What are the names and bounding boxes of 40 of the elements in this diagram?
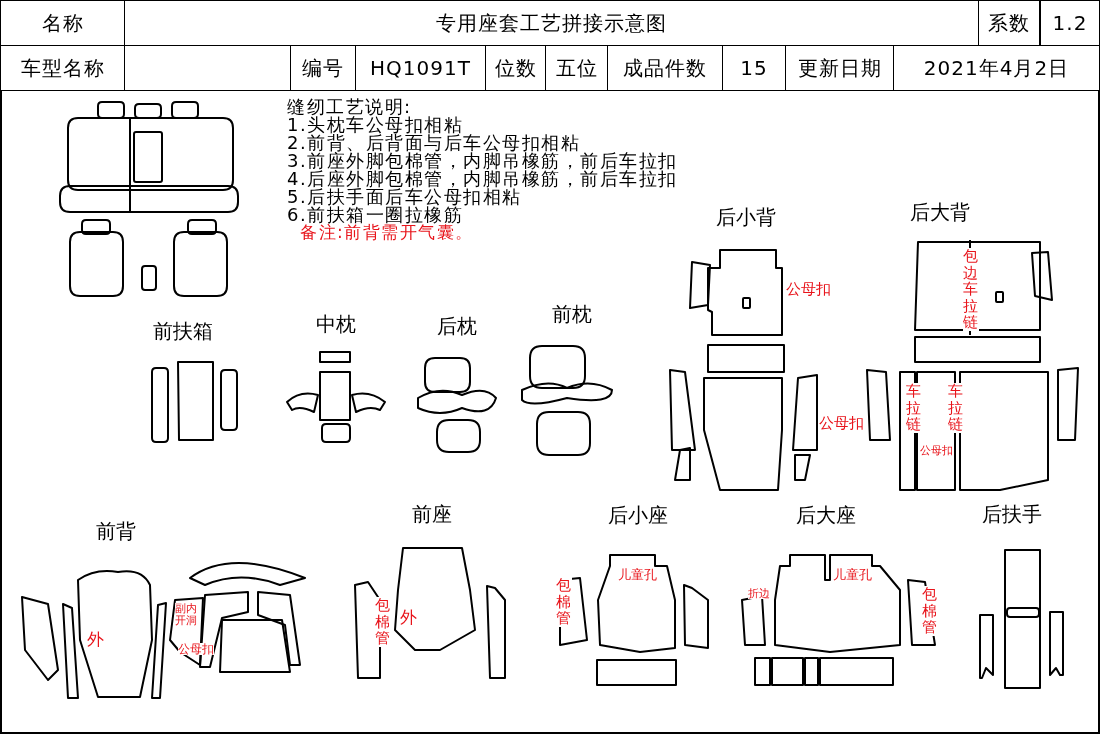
- annotation-label: 包棉管: [375, 597, 391, 647]
- instruction-text: 5.后扶手面后车公母扣相粘: [287, 188, 522, 206]
- section-heading: 前枕: [552, 304, 592, 324]
- instruction-text: 缝纫工艺说明:: [287, 98, 412, 116]
- section-heading: 前背: [96, 521, 136, 541]
- annotation-label: 公母扣: [819, 416, 864, 431]
- section-heading: 后小座: [608, 505, 668, 525]
- table-cell: 系数: [978, 0, 1040, 46]
- section-heading: 后大背: [910, 202, 970, 222]
- annotation-label: 儿童孔: [618, 568, 657, 581]
- section-heading: 前扶箱: [153, 321, 213, 341]
- instruction-text: 4.后座外脚包棉管，内脚吊橡筋，前后车拉扣: [287, 170, 678, 188]
- instruction-text: 6.前扶箱一圈拉橡筋: [287, 206, 464, 224]
- table-cell: 名称: [0, 0, 125, 46]
- annotation-label: 车拉链: [948, 383, 964, 433]
- instruction-text: 1.头枕车公母扣相粘: [287, 116, 464, 134]
- section-heading: 后扶手: [982, 504, 1042, 524]
- annotation-label: 副内开洞: [175, 603, 198, 628]
- annotation-label: 儿童孔: [833, 568, 872, 581]
- table-cell: 车型名称: [0, 45, 125, 91]
- section-heading: 中枕: [316, 314, 356, 334]
- section-heading: 前座: [412, 504, 452, 524]
- annotation-label: 公母扣: [178, 643, 214, 655]
- annotation-label: 外: [400, 609, 417, 626]
- section-heading: 后小背: [716, 207, 776, 227]
- section-heading: 后枕: [437, 316, 477, 336]
- annotation-label: 公母扣: [786, 282, 831, 297]
- annotation-label: 包棉管: [922, 586, 938, 636]
- annotation-label: 外: [87, 631, 104, 648]
- annotation-label: 折边: [748, 588, 770, 599]
- annotation-label: 包边车拉链: [963, 248, 979, 331]
- annotation-label: 公母扣: [920, 445, 953, 456]
- annotation-label: 包棉管: [556, 577, 572, 627]
- table-cell: 1.2: [1040, 0, 1100, 46]
- table-cell: 2021年4月2日: [893, 45, 1100, 91]
- instruction-text: 2.前背、后背面与后车公母扣相粘: [287, 134, 581, 152]
- annotation-label: 车拉链: [906, 383, 922, 433]
- note-text: 备注:前背需开气囊。: [300, 224, 474, 241]
- instruction-text: 3.前座外脚包棉管，内脚吊橡筋，前后车拉扣: [287, 152, 678, 170]
- section-heading: 后大座: [796, 505, 856, 525]
